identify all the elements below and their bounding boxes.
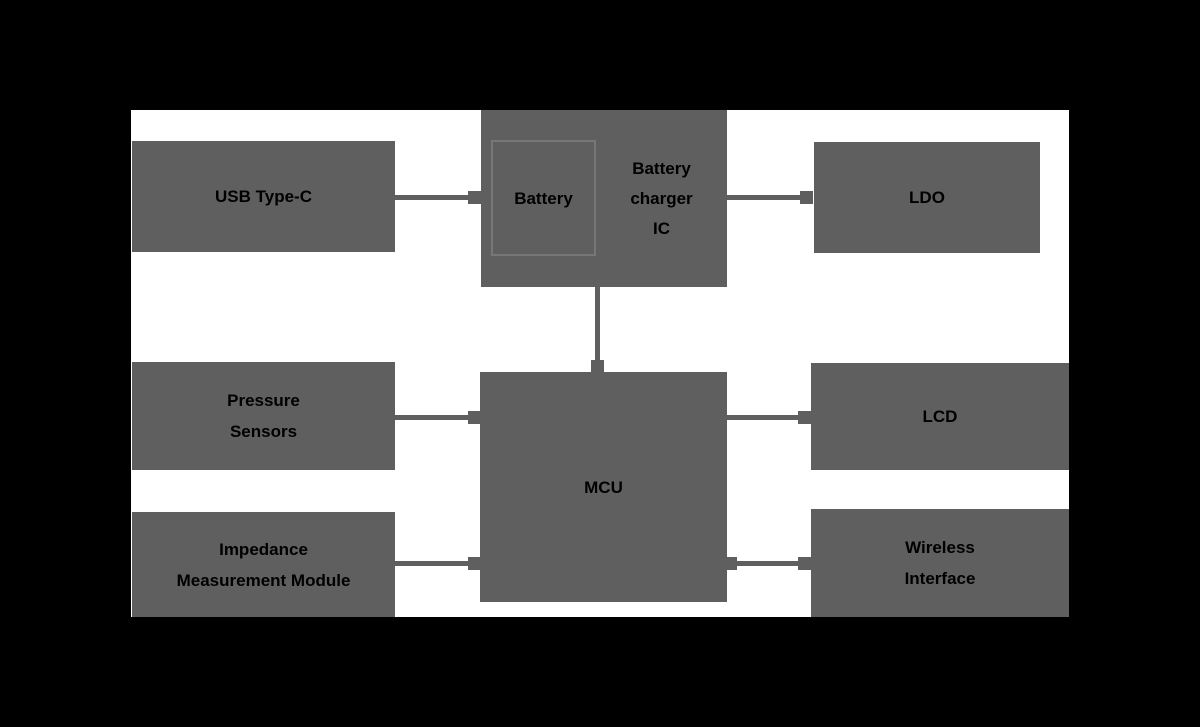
block-label: Sensors	[229, 422, 298, 441]
connector-impedance-to-mcu	[395, 561, 468, 566]
block-battery-charger-ic: Battery Battery charger IC	[481, 110, 727, 287]
connector-charger-to-mcu	[595, 287, 600, 361]
block-label: Battery	[632, 158, 691, 178]
block-mcu: MCU	[480, 372, 727, 602]
block-label: IC	[653, 218, 670, 238]
block-label: Interface	[904, 569, 976, 588]
connector-mcu-to-wireless	[727, 561, 800, 566]
block-usb-type-c: USB Type-C	[132, 141, 395, 252]
block-label: USB Type-C	[215, 187, 312, 206]
block-label: Measurement Module	[176, 570, 351, 590]
block-wireless-interface: Wireless Interface	[811, 509, 1069, 617]
connector-pressure-to-mcu	[395, 415, 468, 420]
block-label: Impedance	[219, 539, 308, 559]
connector-endpoint-mcu-left-upper	[468, 411, 481, 424]
connector-endpoint-ldo-left	[800, 191, 813, 204]
connector-usb-to-charger	[395, 195, 468, 200]
block-label: Pressure	[227, 391, 300, 410]
connector-endpoint-lcd-left	[798, 411, 811, 424]
block-label: charger	[630, 188, 693, 208]
block-ldo: LDO	[814, 142, 1040, 253]
block-pressure-sensors: Pressure Sensors	[132, 362, 395, 470]
block-label: LDO	[909, 188, 945, 207]
connector-endpoint-wireless-left	[798, 557, 811, 570]
block-lcd: LCD	[811, 363, 1069, 470]
block-label: LCD	[922, 407, 958, 426]
connector-endpoint-mcu-right	[724, 557, 737, 570]
block-label: MCU	[584, 477, 623, 497]
battery-charger-label-group: Battery charger IC	[596, 110, 727, 287]
battery-sub-block: Battery	[491, 140, 596, 256]
block-impedance-measurement-module: Impedance Measurement Module	[132, 512, 395, 617]
block-label: Wireless	[905, 538, 975, 557]
connector-endpoint-mcu-top	[591, 360, 604, 373]
connector-endpoint-charger-left	[468, 191, 481, 204]
connector-mcu-to-lcd	[727, 415, 800, 420]
connector-endpoint-mcu-left-lower	[468, 557, 481, 570]
block-label: Battery	[514, 188, 573, 208]
connector-charger-to-ldo	[727, 195, 800, 200]
